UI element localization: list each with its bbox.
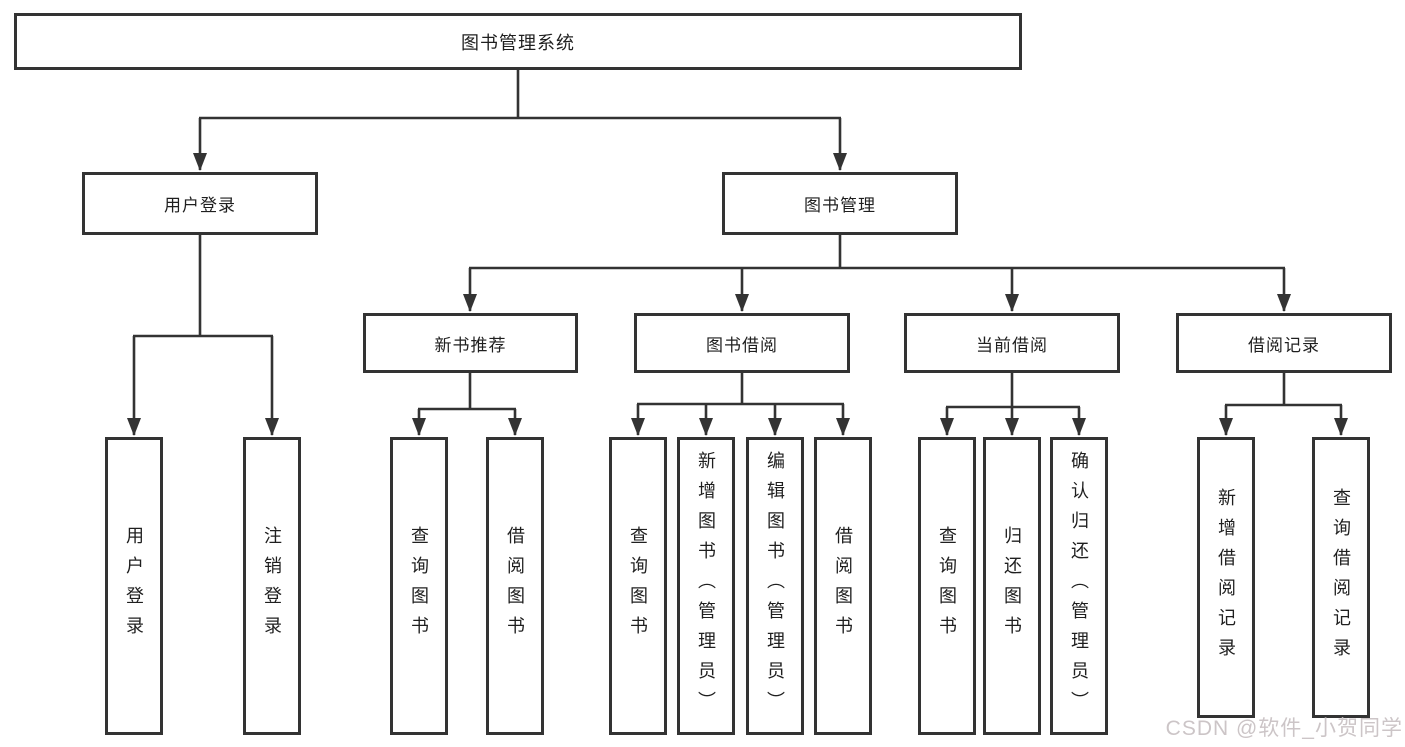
connector-user-login-branch: [127, 235, 279, 436]
csdn-watermark: CSDN @软件_小贺同学: [1165, 717, 1403, 740]
node-book-borrow: 图书借阅: [634, 313, 850, 373]
leaf-query-borrow-record: 查询借阅记录: [1312, 437, 1370, 718]
leaf-return-books: 归还图书: [983, 437, 1041, 735]
connector-current-borrow-branch: [940, 373, 1086, 436]
connector-root-to-level2: [193, 70, 847, 171]
node-root-system: 图书管理系统: [14, 13, 1022, 70]
connector-borrow-record-branch: [1219, 373, 1348, 436]
node-book-management: 图书管理: [722, 172, 958, 235]
leaf-borrow-books: 借阅图书: [814, 437, 872, 735]
leaf-add-book-admin: 新增图书（管理员）: [677, 437, 735, 735]
leaf-logout: 注销登录: [243, 437, 301, 735]
leaf-current-query-books: 查询图书: [918, 437, 976, 735]
leaf-confirm-return-admin: 确认归还（管理员）: [1050, 437, 1108, 735]
connector-book-mgmt-to-level3: [463, 235, 1291, 312]
leaf-user-login: 用户登录: [105, 437, 163, 735]
connector-new-book-branch: [412, 373, 522, 436]
node-current-borrow: 当前借阅: [904, 313, 1120, 373]
leaf-recommend-query-books: 查询图书: [390, 437, 448, 735]
leaf-recommend-borrow-books: 借阅图书: [486, 437, 544, 735]
node-user-login: 用户登录: [82, 172, 318, 235]
node-new-book-recommend: 新书推荐: [363, 313, 578, 373]
leaf-borrow-query-books: 查询图书: [609, 437, 667, 735]
connector-book-borrow-branch: [631, 373, 850, 436]
leaf-add-borrow-record: 新增借阅记录: [1197, 437, 1255, 718]
leaf-edit-book-admin: 编辑图书（管理员）: [746, 437, 804, 735]
node-borrow-records: 借阅记录: [1176, 313, 1392, 373]
